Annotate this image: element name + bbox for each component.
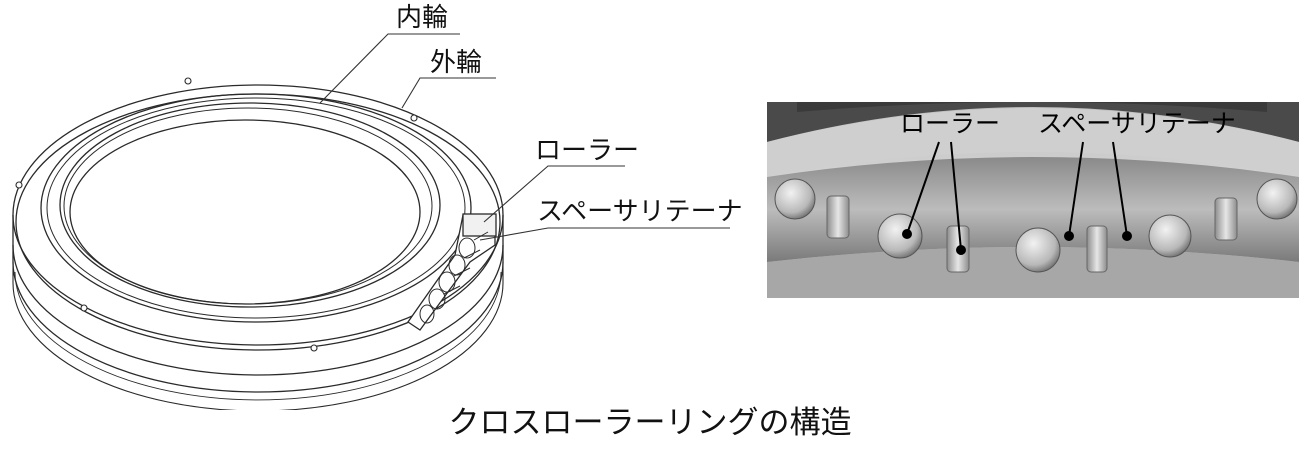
label-roller-photo: ローラー <box>900 109 1001 138</box>
figure-caption: クロスローラーリングの構造 <box>448 405 852 441</box>
label-spacer-retainer-drawing: スペーサリテーナ <box>537 197 743 227</box>
label-spacer-retainer-photo: スペーサリテーナ <box>1038 109 1236 138</box>
bearing-line-drawing <box>12 33 730 410</box>
inner-ring-bore-rim <box>59 102 441 308</box>
outer-ring-side <box>12 215 504 393</box>
outer-ring-bottom-edge <box>12 244 504 376</box>
label-inner-ring: 内輪 <box>396 3 449 33</box>
bore <box>69 119 421 305</box>
leader-lines <box>319 33 730 241</box>
mounting-holes <box>15 77 418 352</box>
cutaway-rollers <box>419 231 489 324</box>
photo-leader-lines <box>902 141 1132 255</box>
photo-rollers <box>774 178 1298 273</box>
bearing-photo <box>767 102 1299 298</box>
label-outer-ring: 外輪 <box>430 48 483 78</box>
inner-ring-outer-rim <box>40 93 472 323</box>
label-roller-drawing: ローラー <box>535 136 640 166</box>
